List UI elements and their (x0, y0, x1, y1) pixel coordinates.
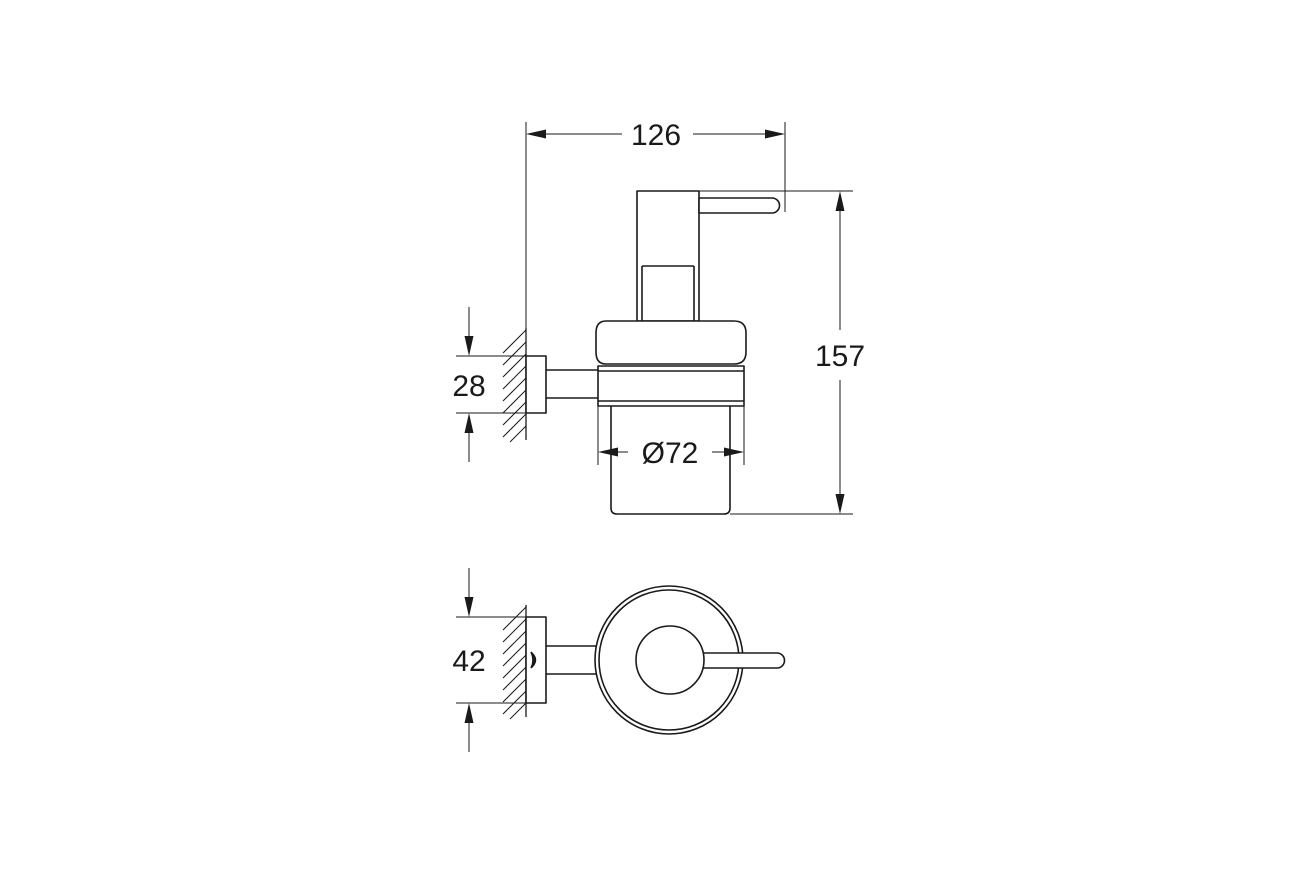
holder-ring (597, 365, 745, 407)
pump-lever-top (679, 652, 786, 669)
dimension-label-overall-width: 126 (631, 119, 681, 152)
top-view: 42 (452, 568, 786, 752)
wall-hatch-side (502, 328, 527, 443)
dimension-mount-height: 28 (452, 307, 526, 462)
pump-head-top (635, 625, 705, 695)
dimension-label-overall-height: 157 (815, 340, 865, 373)
dimension-overall-height: 157 (699, 190, 865, 515)
dimension-label-container-diameter: Ø72 (642, 437, 699, 470)
dimension-container-diameter: Ø72 (597, 406, 745, 470)
container-body (610, 406, 731, 515)
wall-hatch-top (502, 605, 527, 720)
rosette-screw-detail (530, 651, 537, 669)
wall-rosette-side (525, 355, 547, 414)
dimension-overall-width: 126 (525, 119, 786, 330)
dimension-label-mount-height: 28 (452, 370, 485, 403)
dimension-label-mount-width: 42 (452, 645, 485, 678)
dimension-mount-width: 42 (452, 568, 526, 752)
pump-head (636, 190, 700, 322)
container-lid (595, 320, 747, 365)
pump-lever (698, 197, 781, 214)
holder-arm-side (546, 369, 598, 399)
side-view: 126 157 28 (452, 119, 865, 515)
holder-arm-top (546, 645, 600, 675)
